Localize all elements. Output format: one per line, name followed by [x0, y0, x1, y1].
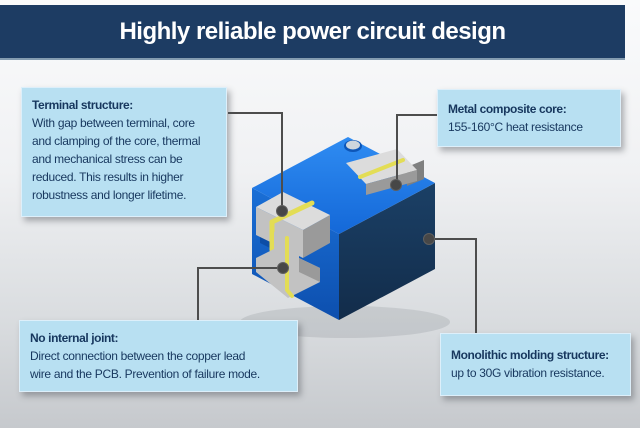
callout-body: Direct connection between the copper lea… [30, 349, 260, 381]
body-right-face [339, 183, 435, 320]
callout-terminal-structure: Terminal structure: With gap between ter… [21, 87, 227, 217]
callout-metal-composite-core: Metal composite core: 155-160°C heat res… [437, 89, 621, 147]
connector-line-molding [432, 238, 477, 333]
copper-wire-top [358, 158, 405, 179]
callout-heading: No internal joint: [30, 331, 119, 345]
metal-terminal-strap [346, 149, 424, 195]
anchor-dot-core [390, 179, 402, 191]
page-title: Highly reliable power circuit design [119, 17, 506, 45]
connector-lines [197, 112, 477, 333]
callout-body: 155-160°C heat resistance [448, 120, 583, 134]
inductor-body [240, 137, 450, 338]
title-bar: Highly reliable power circuit design [0, 5, 625, 60]
callout-body: up to 30G vibration resistance. [451, 366, 605, 380]
anchor-dots [276, 179, 435, 274]
callout-no-internal-joint: No internal joint: Direct connection bet… [19, 320, 298, 392]
anchor-dot-molding [423, 233, 435, 245]
connector-line-core [396, 114, 437, 182]
callout-heading: Metal composite core: [448, 102, 567, 116]
anchor-dot-terminal [276, 205, 288, 217]
callout-heading: Monolithic molding structure: [451, 348, 609, 362]
mold-notch-back [344, 140, 362, 152]
callout-body: With gap between terminal, core and clam… [32, 116, 201, 202]
anchor-dot-joint [277, 262, 289, 274]
connector-line-joint [197, 267, 280, 320]
connector-line-terminal [228, 112, 283, 208]
callout-monolithic-molding: Monolithic molding structure: up to 30G … [440, 333, 631, 396]
copper-wire-bend [269, 200, 315, 253]
callout-heading: Terminal structure: [32, 98, 133, 112]
copper-wire-lead [285, 236, 294, 298]
